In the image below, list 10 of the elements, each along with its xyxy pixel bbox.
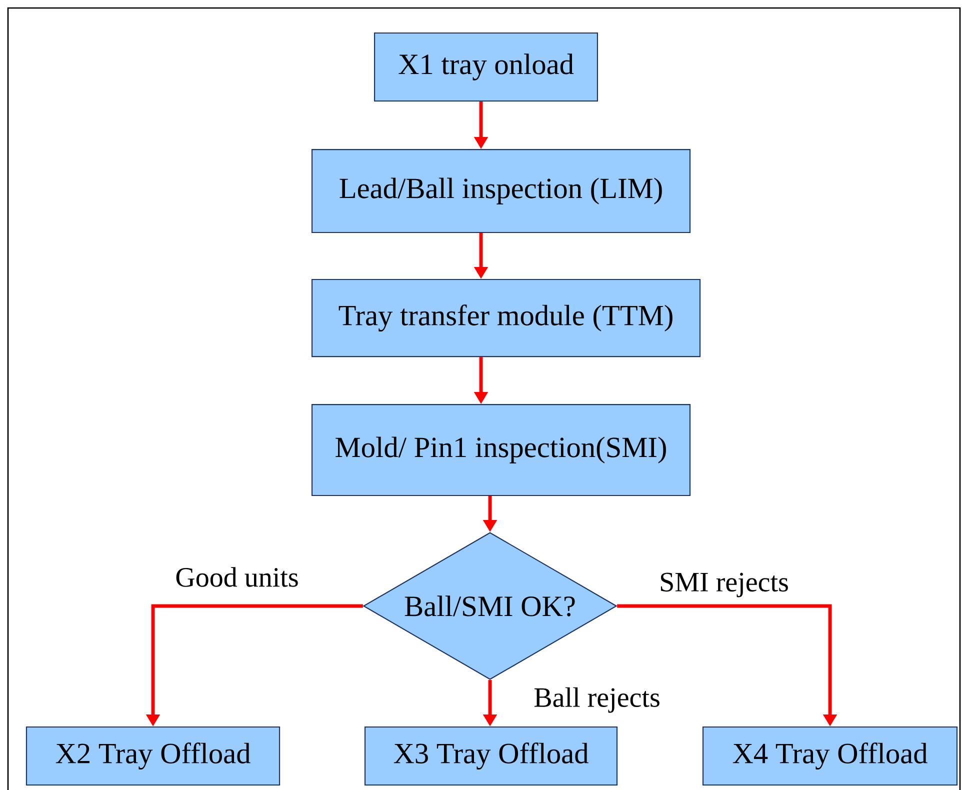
process-box: Tray transfer module (TTM) <box>311 278 701 358</box>
process-box: X3 Tray Offload <box>364 726 618 786</box>
process-box: X1 tray onload <box>374 32 598 102</box>
edge-label: SMI rejects <box>658 571 790 599</box>
process-box: X4 Tray Offload <box>702 726 958 786</box>
process-box: X2 Tray Offload <box>26 726 280 786</box>
edge-label: Good units <box>174 566 300 588</box>
edge-label: Ball rejects <box>532 686 662 714</box>
process-box: Lead/Ball inspection (LIM) <box>311 149 691 233</box>
process-box: Mold/ Pin1 inspection(SMI) <box>311 404 691 496</box>
